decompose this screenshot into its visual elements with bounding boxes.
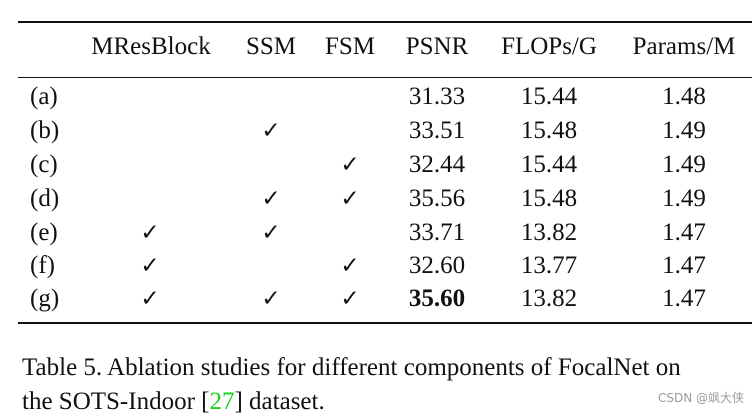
- params-value: 1.47: [662, 219, 706, 246]
- check-ssm: ✓: [261, 186, 281, 212]
- flops-value: 15.48: [520, 185, 578, 212]
- psnr-value: 32.44: [408, 151, 466, 178]
- check-fsm: ✓: [340, 253, 360, 279]
- row-label: (d): [30, 185, 60, 212]
- check-fsm: [310, 82, 390, 112]
- header-rule: [18, 77, 752, 78]
- check-mresblock: ✓: [140, 253, 160, 279]
- header-fsm: FSM: [324, 33, 376, 60]
- flops-value: 15.44: [520, 151, 578, 178]
- row-label: (e): [30, 219, 58, 246]
- check-mresblock: [110, 82, 190, 112]
- header-params: Params/M: [632, 33, 736, 60]
- params-value: 1.47: [662, 252, 706, 279]
- flops-value: 15.44: [520, 83, 578, 110]
- citation-link[interactable]: 27: [209, 388, 235, 415]
- check-fsm: ✓: [340, 186, 360, 212]
- header-psnr: PSNR: [405, 33, 469, 60]
- row-label: (f): [30, 252, 55, 279]
- check-ssm: [231, 150, 311, 180]
- psnr-value: 31.33: [408, 83, 466, 110]
- psnr-value: 32.60: [408, 252, 466, 279]
- params-value: 1.47: [662, 285, 706, 312]
- row-label: (g): [30, 285, 60, 312]
- flops-value: 13.77: [520, 252, 578, 279]
- row-label: (b): [30, 117, 60, 144]
- psnr-value-best: 35.60: [408, 285, 466, 312]
- check-ssm: ✓: [261, 220, 281, 246]
- psnr-value: 33.71: [408, 219, 466, 246]
- top-rule: [18, 21, 752, 23]
- check-fsm: ✓: [340, 152, 360, 178]
- caption-text: the SOTS-Indoor [: [22, 388, 210, 415]
- check-mresblock: [110, 150, 190, 180]
- check-mresblock: [110, 184, 190, 214]
- row-label: (c): [30, 151, 58, 178]
- check-ssm: [231, 251, 311, 281]
- watermark: CSDN @飒大侠: [657, 391, 744, 405]
- check-mresblock: [110, 116, 190, 146]
- check-ssm: [231, 82, 311, 112]
- caption-text: ] dataset.: [234, 388, 325, 415]
- params-value: 1.49: [662, 151, 706, 178]
- flops-value: 13.82: [520, 285, 578, 312]
- row-label: (a): [30, 83, 58, 110]
- psnr-value: 33.51: [408, 117, 466, 144]
- params-value: 1.49: [662, 117, 706, 144]
- check-fsm: [310, 218, 390, 248]
- check-fsm: [310, 116, 390, 146]
- check-mresblock: ✓: [140, 286, 160, 312]
- flops-value: 15.48: [520, 117, 578, 144]
- flops-value: 13.82: [520, 219, 578, 246]
- check-ssm: ✓: [261, 118, 281, 144]
- check-mresblock: ✓: [140, 220, 160, 246]
- caption-line-1: Table 5. Ablation studies for different …: [22, 354, 681, 381]
- params-value: 1.48: [662, 83, 706, 110]
- header-ssm: SSM: [245, 33, 297, 60]
- table-caption: Table 5. Ablation studies for different …: [22, 351, 752, 419]
- check-ssm: ✓: [261, 286, 281, 312]
- caption-line-2: the SOTS-Indoor [27] dataset.: [22, 385, 752, 419]
- header-mresblock: MResBlock: [91, 33, 211, 60]
- bottom-rule: [18, 322, 752, 324]
- check-fsm: ✓: [340, 286, 360, 312]
- psnr-value: 35.56: [408, 185, 466, 212]
- header-flops: FLOPs/G: [501, 33, 597, 60]
- params-value: 1.49: [662, 185, 706, 212]
